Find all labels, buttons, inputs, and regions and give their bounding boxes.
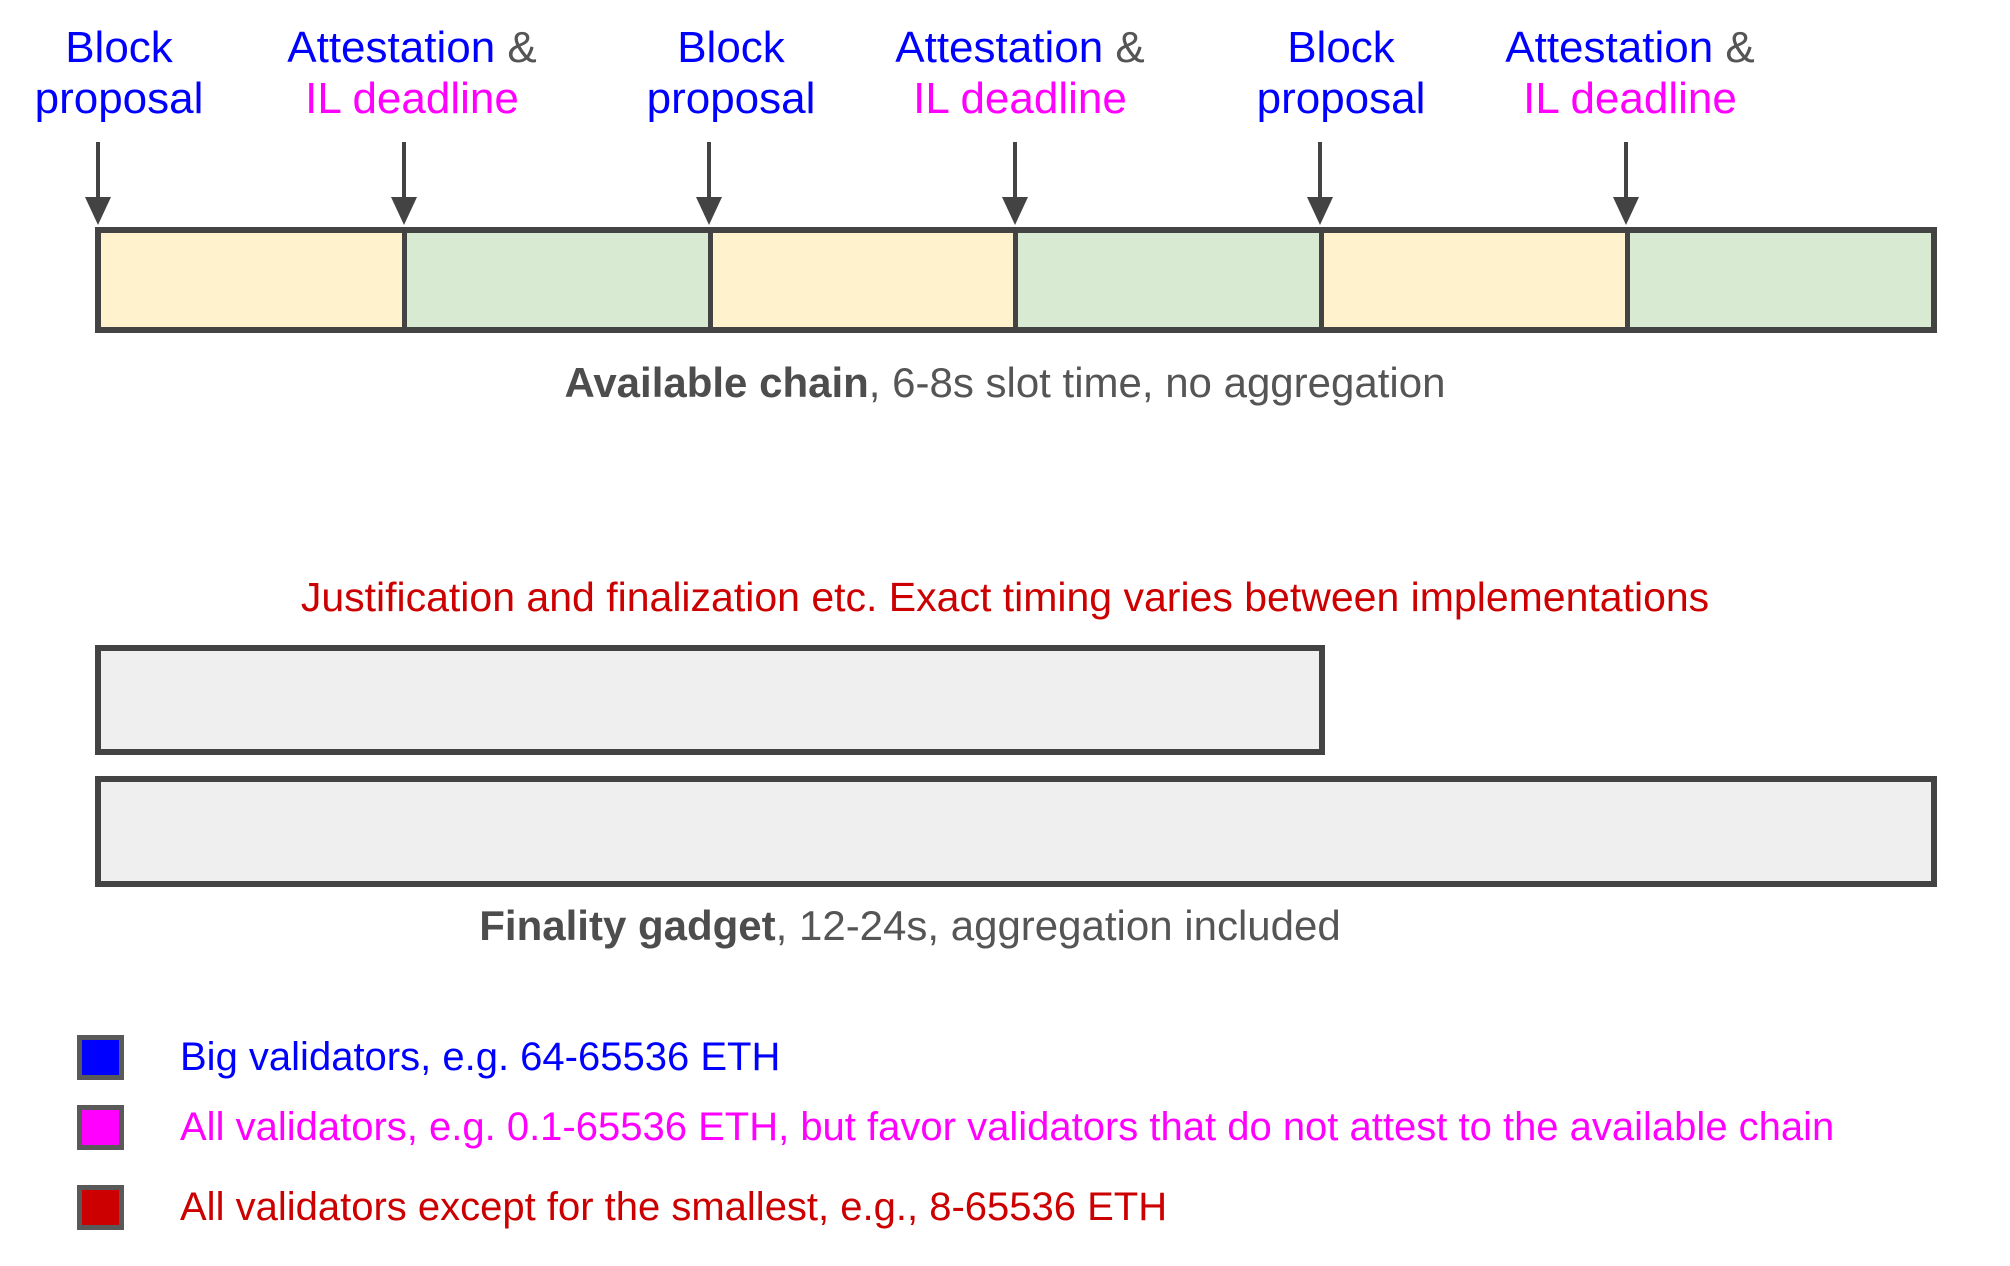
label-block-proposal-3: Block proposal <box>1257 22 1426 124</box>
label-block-proposal-2: Block proposal <box>647 22 816 124</box>
finality-bar-long <box>95 776 1937 887</box>
legend-swatch-dark-red <box>77 1184 124 1230</box>
down-arrow-1 <box>84 142 112 225</box>
label-attestation-il-1: Attestation & IL deadline <box>287 22 536 124</box>
finality-timing-note: Justification and finalization etc. Exac… <box>300 574 1710 620</box>
slot-segment-attestation-3 <box>1625 233 1931 327</box>
il-deadline-line2: IL deadline <box>1523 74 1737 123</box>
block-proposal-line1: Block <box>1287 23 1395 72</box>
arrow-shaft <box>1013 142 1017 197</box>
available-chain-caption-bold: Available chain <box>564 359 869 406</box>
slot-segment-proposal-3 <box>1319 233 1626 327</box>
arrow-head-icon <box>1613 197 1639 225</box>
label-attestation-il-3: Attestation & IL deadline <box>1505 22 1754 124</box>
down-arrow-3 <box>695 142 723 225</box>
arrow-head-icon <box>1002 197 1028 225</box>
finality-bar-short <box>95 645 1325 755</box>
attestation-line1: Attestation & <box>1505 23 1755 72</box>
legend-swatch-magenta <box>77 1104 124 1150</box>
slot-segment-proposal-2 <box>707 233 1014 327</box>
arrow-head-icon <box>1307 197 1333 225</box>
arrow-shaft <box>707 142 711 197</box>
legend-label-all-except-smallest: All validators except for the smallest, … <box>180 1185 1168 1229</box>
arrow-shaft <box>1624 142 1628 197</box>
legend-label-big-validators: Big validators, e.g. 64-65536 ETH <box>180 1035 781 1079</box>
attestation-line1: Attestation & <box>895 23 1145 72</box>
down-arrow-2 <box>390 142 418 225</box>
legend-row-big-validators: Big validators, e.g. 64-65536 ETH <box>77 1033 780 1081</box>
arrow-head-icon <box>391 197 417 225</box>
label-block-proposal-1: Block proposal <box>35 22 204 124</box>
arrow-shaft <box>1318 142 1322 197</box>
down-arrow-4 <box>1001 142 1029 225</box>
arrow-shaft <box>402 142 406 197</box>
il-deadline-line2: IL deadline <box>305 74 519 123</box>
available-chain-bar <box>95 227 1937 333</box>
available-chain-caption: Available chain, 6-8s slot time, no aggr… <box>0 358 2010 408</box>
block-proposal-line2: proposal <box>34 74 204 123</box>
il-deadline-line2: IL deadline <box>913 74 1127 123</box>
slot-segment-attestation-2 <box>1013 233 1320 327</box>
slot-segment-attestation-1 <box>401 233 708 327</box>
finality-gadget-caption: Finality gadget, 12-24s, aggregation inc… <box>0 901 1820 951</box>
legend-swatch-blue <box>77 1034 124 1080</box>
block-proposal-line1: Block <box>677 23 785 72</box>
slot-segment-proposal-1 <box>101 233 402 327</box>
down-arrow-6 <box>1612 142 1640 225</box>
block-proposal-line2: proposal <box>1256 74 1426 123</box>
finality-gadget-caption-bold: Finality gadget <box>479 902 776 949</box>
legend-row-all-validators: All validators, e.g. 0.1-65536 ETH, but … <box>77 1103 1834 1151</box>
attestation-line1: Attestation & <box>287 23 537 72</box>
label-attestation-il-2: Attestation & IL deadline <box>895 22 1144 124</box>
finality-gadget-caption-rest: , 12-24s, aggregation included <box>775 902 1341 949</box>
arrow-head-icon <box>85 197 111 225</box>
down-arrow-5 <box>1306 142 1334 225</box>
arrow-head-icon <box>696 197 722 225</box>
block-proposal-line2: proposal <box>646 74 816 123</box>
legend-row-all-except-smallest: All validators except for the smallest, … <box>77 1183 1167 1231</box>
block-proposal-line1: Block <box>65 23 173 72</box>
legend-label-all-validators: All validators, e.g. 0.1-65536 ETH, but … <box>180 1105 1835 1149</box>
available-chain-caption-rest: , 6-8s slot time, no aggregation <box>868 359 1446 406</box>
arrow-shaft <box>96 142 100 197</box>
